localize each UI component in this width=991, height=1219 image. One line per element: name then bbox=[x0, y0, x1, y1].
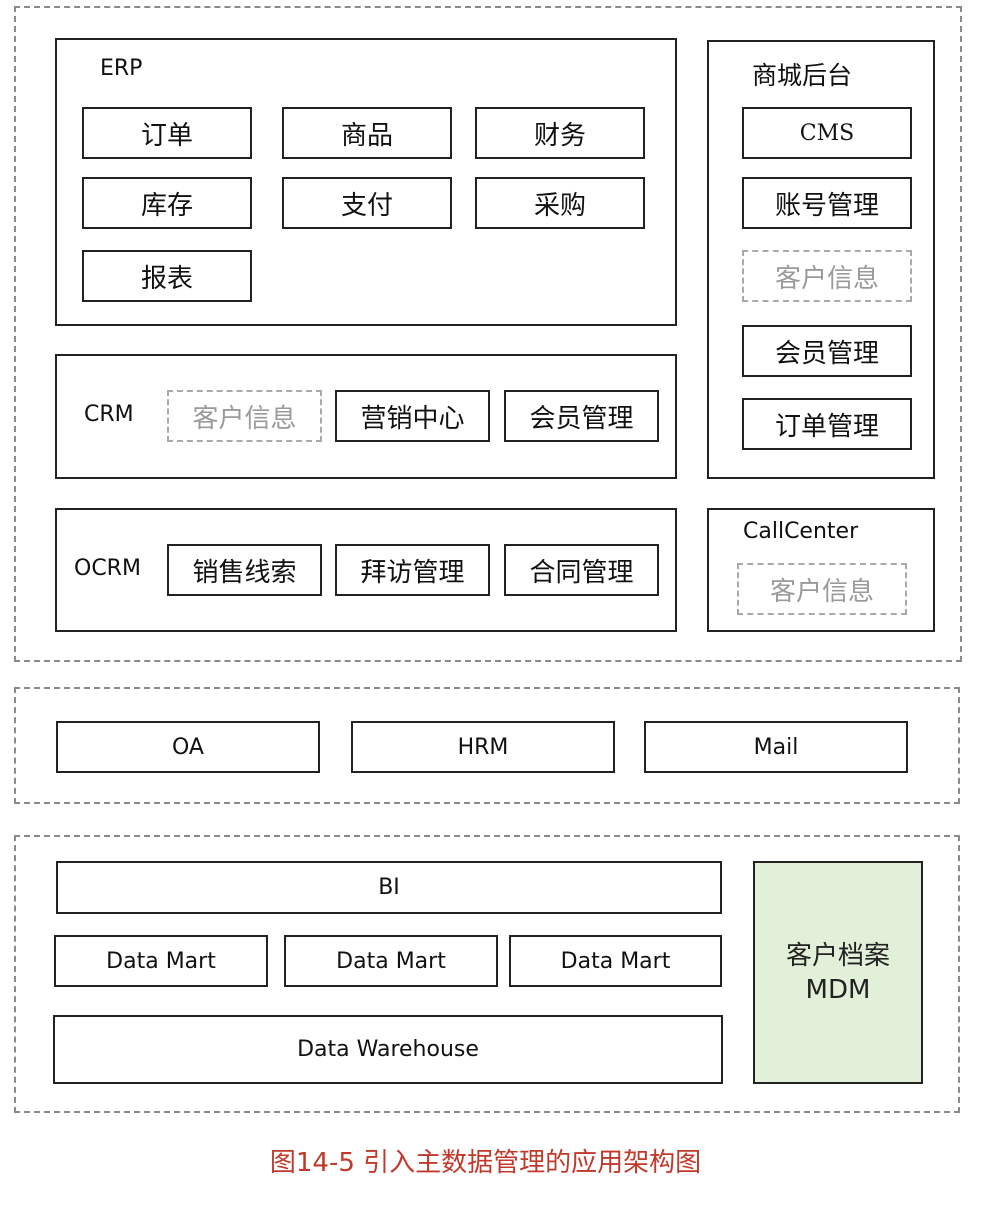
mall-item-member-management: 会员管理 bbox=[742, 325, 912, 377]
erp-item-purchase: 采购 bbox=[475, 177, 645, 229]
ocrm-item-sales-leads: 销售线索 bbox=[167, 544, 322, 596]
erp-item-report: 报表 bbox=[82, 250, 252, 302]
erp-item-payment: 支付 bbox=[282, 177, 452, 229]
data-layer-group bbox=[14, 835, 960, 1113]
ocrm-item-visit-management: 拜访管理 bbox=[335, 544, 490, 596]
customer-profile-mdm-box: 客户档案 MDM bbox=[753, 861, 923, 1084]
data-warehouse-box: Data Warehouse bbox=[53, 1015, 723, 1084]
mdm-title: 客户档案 bbox=[785, 940, 890, 971]
crm-item-customer-info: 客户信息 bbox=[167, 390, 322, 442]
callcenter-label: CallCenter bbox=[743, 519, 859, 544]
office-item-hrm: HRM bbox=[351, 721, 615, 773]
data-mart-3: Data Mart bbox=[509, 935, 722, 987]
mall-item-account-management: 账号管理 bbox=[742, 177, 912, 229]
crm-label: CRM bbox=[84, 402, 134, 427]
mdm-subtitle: MDM bbox=[805, 974, 871, 1005]
mall-item-customer-info: 客户信息 bbox=[742, 250, 912, 302]
callcenter-item-customer-info: 客户信息 bbox=[737, 563, 907, 615]
office-item-mail: Mail bbox=[644, 721, 908, 773]
office-item-oa: OA bbox=[56, 721, 320, 773]
crm-item-marketing-center: 营销中心 bbox=[335, 390, 490, 442]
mall-item-order-management: 订单管理 bbox=[742, 398, 912, 450]
ocrm-label: OCRM bbox=[74, 556, 141, 581]
data-mart-1: Data Mart bbox=[54, 935, 268, 987]
mall-backend-label: 商城后台 bbox=[752, 61, 853, 90]
erp-item-product: 商品 bbox=[282, 107, 452, 159]
erp-item-finance: 财务 bbox=[475, 107, 645, 159]
ocrm-item-contract-management: 合同管理 bbox=[504, 544, 659, 596]
figure-caption: 图14-5 引入主数据管理的应用架构图 bbox=[269, 1148, 702, 1178]
data-mart-2: Data Mart bbox=[284, 935, 498, 987]
office-systems-group bbox=[14, 687, 960, 804]
erp-item-order: 订单 bbox=[82, 107, 252, 159]
mall-item-cms: CMS bbox=[742, 107, 912, 159]
erp-label: ERP bbox=[100, 56, 143, 81]
crm-item-member-management: 会员管理 bbox=[504, 390, 659, 442]
bi-box: BI bbox=[56, 861, 722, 914]
business-systems-group bbox=[14, 6, 962, 662]
erp-item-inventory: 库存 bbox=[82, 177, 252, 229]
